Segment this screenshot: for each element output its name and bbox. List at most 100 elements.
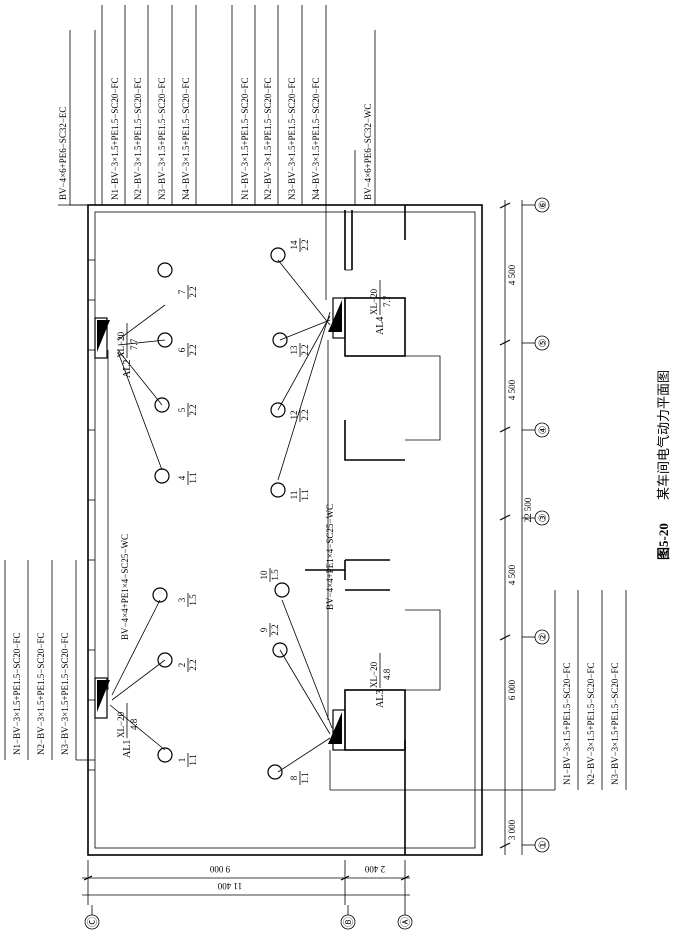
circuits-al1: N1−BV−3×1.5+PE1.5−SC20−FC N2−BV−3×1.5+PE… bbox=[4, 560, 95, 761]
svg-text:1: 1 bbox=[177, 758, 187, 763]
svg-text:N2−BV−3×1.5+PE1.5−SC20−FC: N2−BV−3×1.5+PE1.5−SC20−FC bbox=[586, 663, 596, 785]
circuits-al4: N1−BV−3×1.5+PE1.5−SC20−FC N2−BV−3×1.5+PE… bbox=[231, 5, 327, 300]
svg-text:XL−20: XL−20 bbox=[369, 661, 379, 688]
dim-width-2: 9 000 bbox=[209, 864, 230, 874]
svg-text:2.2: 2.2 bbox=[300, 344, 310, 355]
svg-text:Ⓒ: Ⓒ bbox=[87, 917, 99, 927]
svg-text:2.2: 2.2 bbox=[300, 239, 310, 250]
svg-text:12: 12 bbox=[289, 411, 299, 420]
figure-title: 某车间电气动力平面图 bbox=[656, 370, 671, 500]
svg-text:N4−BV−3×1.5+PE1.5−SC20−FC: N4−BV−3×1.5+PE1.5−SC20−FC bbox=[181, 78, 191, 200]
svg-text:4.8: 4.8 bbox=[382, 668, 392, 680]
panel-al3: AL3 XL−20 4.8 bbox=[369, 653, 392, 708]
svg-text:Ⓑ: Ⓑ bbox=[343, 917, 355, 927]
panel-al2: AL2 XL−20 7.7 bbox=[116, 323, 139, 378]
svg-text:N2−BV−3×1.5+PE1.5−SC20−FC: N2−BV−3×1.5+PE1.5−SC20−FC bbox=[36, 633, 46, 755]
svg-text:④: ④ bbox=[538, 425, 549, 434]
dim-bay-3: 4 500 bbox=[507, 564, 517, 585]
svg-text:N4−BV−3×1.5+PE1.5−SC20−FC: N4−BV−3×1.5+PE1.5−SC20−FC bbox=[311, 78, 321, 200]
svg-text:7.7: 7.7 bbox=[382, 295, 392, 307]
svg-text:N1−BV−3×1.5+PE1.5−SC20−FC: N1−BV−3×1.5+PE1.5−SC20−FC bbox=[110, 78, 120, 200]
building-walls bbox=[87, 204, 483, 856]
axis-5: ⑤ bbox=[534, 335, 550, 351]
svg-text:2.2: 2.2 bbox=[188, 404, 198, 415]
axis-1: ① bbox=[534, 837, 550, 853]
svg-text:N3−BV−3×1.5+PE1.5−SC20−FC: N3−BV−3×1.5+PE1.5−SC20−FC bbox=[287, 78, 297, 200]
motors bbox=[152, 247, 290, 780]
panel-al4: AL4 XL−20 7.7 bbox=[369, 280, 392, 335]
svg-text:N3−BV−3×1.5+PE1.5−SC20−FC: N3−BV−3×1.5+PE1.5−SC20−FC bbox=[610, 663, 620, 785]
svg-text:N3−BV−3×1.5+PE1.5−SC20−FC: N3−BV−3×1.5+PE1.5−SC20−FC bbox=[157, 78, 167, 200]
svg-text:①: ① bbox=[538, 840, 549, 849]
feeder-main-bottom: BV−4×6+PE6−SC32−WC bbox=[363, 104, 373, 200]
dimension-lines bbox=[82, 200, 523, 905]
circuits-al2: N1−BV−3×1.5+PE1.5−SC20−FC N2−BV−3×1.5+PE… bbox=[101, 5, 197, 206]
svg-text:N3−BV−3×1.5+PE1.5−SC20−FC: N3−BV−3×1.5+PE1.5−SC20−FC bbox=[60, 633, 70, 755]
svg-text:1.1: 1.1 bbox=[300, 489, 310, 500]
dimension-texts: 3 000 6 000 4 500 4 500 4 500 22 500 2 4… bbox=[209, 264, 533, 891]
svg-text:③: ③ bbox=[538, 513, 549, 522]
svg-text:1.1: 1.1 bbox=[300, 772, 310, 783]
svg-text:11: 11 bbox=[289, 491, 299, 500]
dim-bay-4: 4 500 bbox=[507, 379, 517, 400]
svg-text:8: 8 bbox=[289, 775, 299, 780]
svg-text:1.1: 1.1 bbox=[188, 754, 198, 765]
svg-text:2.2: 2.2 bbox=[188, 344, 198, 355]
svg-text:9: 9 bbox=[259, 627, 269, 632]
figure-number: 图5-20 bbox=[656, 523, 671, 560]
svg-text:6: 6 bbox=[177, 347, 187, 352]
svg-text:N2−BV−3×1.5+PE1.5−SC20−FC: N2−BV−3×1.5+PE1.5−SC20−FC bbox=[263, 78, 273, 200]
svg-text:7.7: 7.7 bbox=[129, 338, 139, 350]
axis-2: ② bbox=[534, 629, 550, 645]
circuits-al3: N1−BV−3×1.5+PE1.5−SC20−FC N2−BV−3×1.5+PE… bbox=[329, 590, 627, 791]
svg-text:14: 14 bbox=[289, 240, 299, 250]
svg-text:XL−20: XL−20 bbox=[116, 711, 126, 738]
feeder-link-bottom: BV−4×4+PE1×4−SC25−WC bbox=[325, 504, 335, 610]
figure-caption: 图5-20 某车间电气动力平面图 bbox=[656, 370, 671, 560]
feeder-main-top: BV−4×6+PE6−SC32−EC bbox=[58, 107, 68, 200]
svg-text:2.2: 2.2 bbox=[270, 624, 280, 635]
svg-text:N1−BV−3×1.5+PE1.5−SC20−FC: N1−BV−3×1.5+PE1.5−SC20−FC bbox=[12, 633, 22, 755]
feeder-labels: BV−4×6+PE6−SC32−EC BV−4×6+PE6−SC32−WC BV… bbox=[58, 30, 376, 640]
svg-text:AL3: AL3 bbox=[375, 690, 386, 708]
svg-text:3: 3 bbox=[177, 597, 187, 602]
svg-text:AL1: AL1 bbox=[122, 740, 133, 758]
panel-al1: AL1 XL−20 4.8 bbox=[116, 703, 139, 758]
dim-bay-2: 6 000 bbox=[507, 679, 517, 700]
svg-text:Ⓐ: Ⓐ bbox=[400, 917, 412, 927]
svg-text:XL−20: XL−20 bbox=[369, 288, 379, 315]
svg-text:13: 13 bbox=[289, 345, 299, 355]
svg-text:②: ② bbox=[538, 632, 549, 641]
svg-text:2: 2 bbox=[177, 663, 187, 668]
dim-bay-1: 3 000 bbox=[507, 819, 517, 840]
svg-text:5: 5 bbox=[177, 407, 187, 412]
svg-text:7: 7 bbox=[177, 289, 187, 294]
axis-C: Ⓒ bbox=[84, 914, 100, 930]
svg-text:⑤: ⑤ bbox=[538, 338, 549, 347]
panel-labels: AL1 XL−20 4.8 AL2 XL−20 7.7 AL3 XL−20 4.… bbox=[116, 280, 392, 758]
svg-text:N1−BV−3×1.5+PE1.5−SC20−FC: N1−BV−3×1.5+PE1.5−SC20−FC bbox=[240, 78, 250, 200]
dim-bay-5: 4 500 bbox=[507, 264, 517, 285]
svg-text:N2−BV−3×1.5+PE1.5−SC20−FC: N2−BV−3×1.5+PE1.5−SC20−FC bbox=[133, 78, 143, 200]
axis-bubbles-horizontal: Ⓒ Ⓑ Ⓐ bbox=[84, 905, 413, 930]
svg-text:AL4: AL4 bbox=[375, 317, 386, 335]
svg-text:⑥: ⑥ bbox=[538, 200, 549, 209]
svg-text:10: 10 bbox=[259, 570, 269, 580]
dim-width-1: 2 400 bbox=[364, 864, 385, 874]
svg-text:2.2: 2.2 bbox=[188, 659, 198, 670]
dim-total-width: 11 400 bbox=[217, 881, 242, 891]
